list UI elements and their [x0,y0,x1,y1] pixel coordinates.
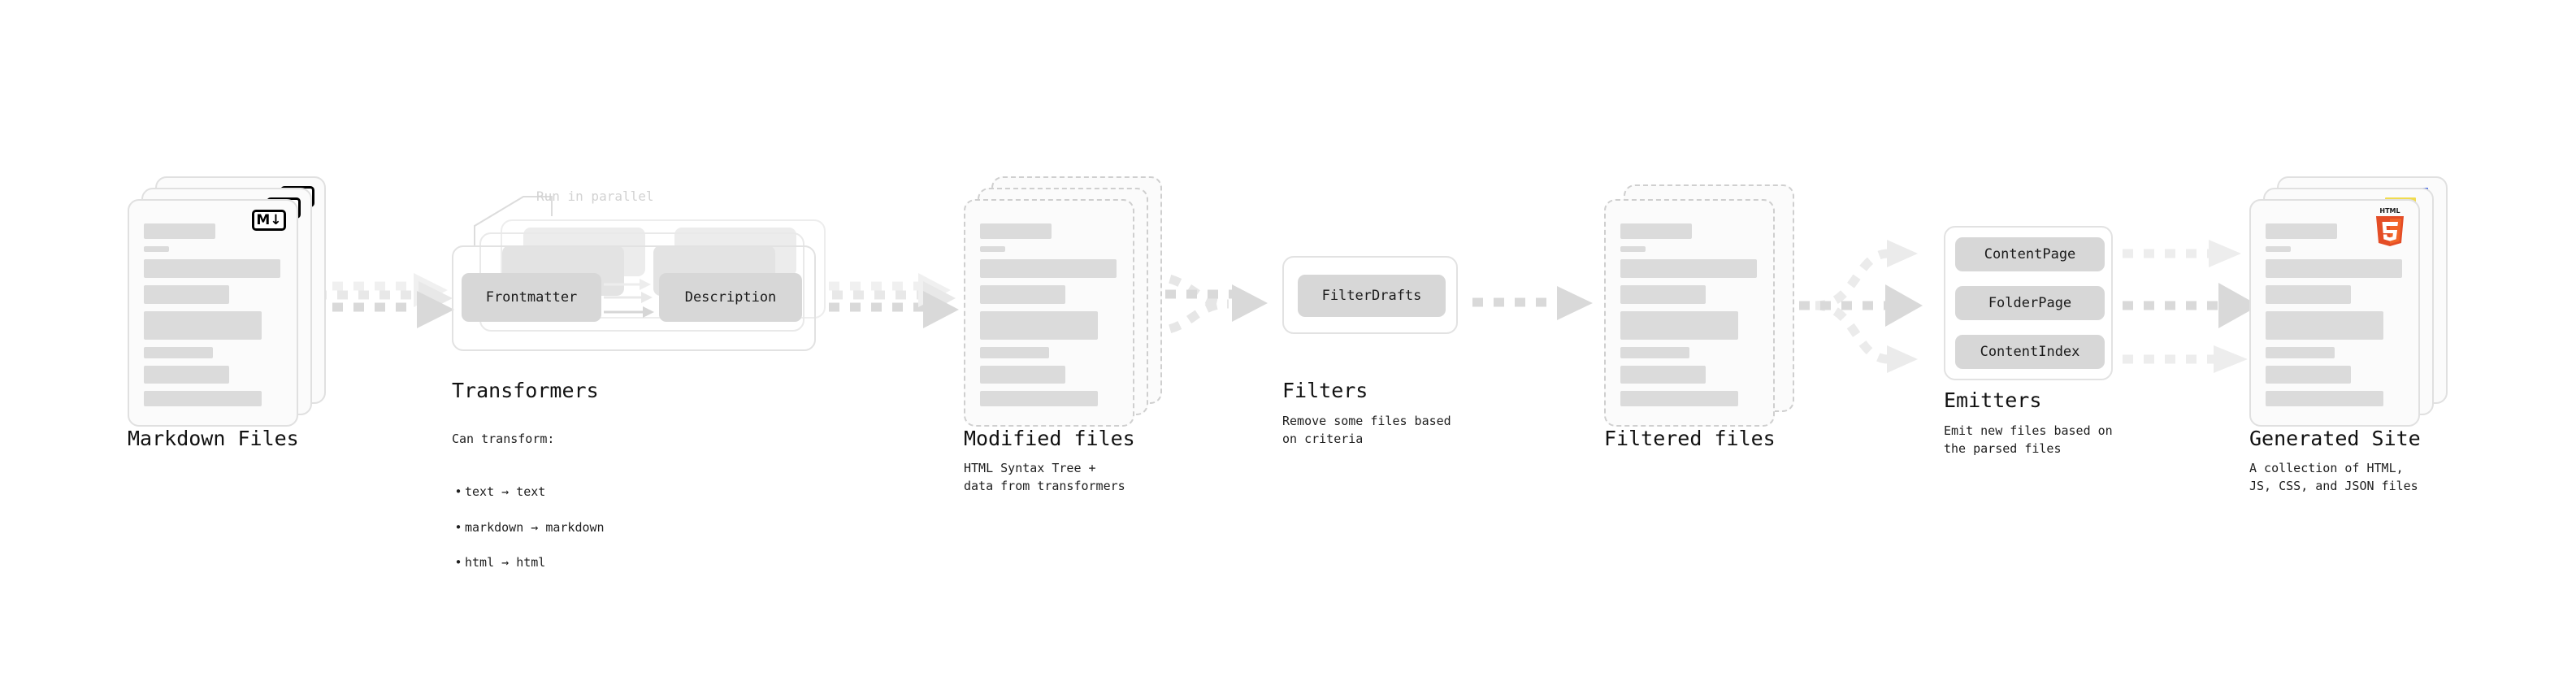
skeleton-bar [144,311,262,340]
skeleton-bar [980,347,1049,358]
skeleton-bar [1620,246,1646,252]
modified-card-skeleton [980,223,1118,414]
generated-file-stack: CSS HTML [2249,176,2449,428]
transformer-chip-frontmatter[interactable]: Frontmatter [462,273,601,322]
stage-desc-filters: Remove some files based on criteria [1282,414,1451,446]
svg-text:HTML: HTML [2379,207,2400,215]
stage-title-emitters: Emitters [1944,388,2042,412]
skeleton-bar [2266,311,2383,340]
run-in-parallel-bracket [473,193,579,250]
stage-desc-generated: A collection of HTML, JS, CSS, and JSON … [2249,461,2418,493]
stage-desc-modified: HTML Syntax Tree + data from transformer… [964,461,1125,493]
emitter-chip-contentpage[interactable]: ContentPage [1955,237,2105,271]
skeleton-bar [2266,347,2335,358]
skeleton-bar [2266,223,2338,239]
connector-filters-to-filtered [1472,286,1602,335]
stage-emitters: ContentPage FolderPage ContentIndex [1944,226,2113,380]
skeleton-bar [2266,285,2352,304]
filtered-card-front [1604,199,1775,427]
stage-title-markdown: Markdown Files [128,427,299,450]
emitter-chip-folderpage[interactable]: FolderPage [1955,286,2105,320]
stage-desc-transformers: Can transform: text → text markdown → ma… [452,413,605,607]
html5-icon: HTML [2371,206,2409,248]
skeleton-bar [2266,259,2403,278]
skeleton-bar [144,391,262,406]
generated-card-skeleton [2266,223,2404,414]
stage-generated-site: CSS HTML [2249,176,2449,428]
skeleton-bar [1620,259,1758,278]
connector-transformers-to-modified [829,268,975,349]
modified-card-front [964,199,1134,427]
skeleton-bar [980,246,1005,252]
markdown-file-stack: M↓ M↓ M↓ [128,176,327,428]
stage-filtered-files [1604,176,1804,428]
skeleton-bar [980,285,1066,304]
skeleton-bar [144,223,216,239]
stage-transformers: Run in parallel Frontmatter Description [452,189,842,351]
skeleton-bar [980,311,1098,340]
emitters-panel: ContentPage FolderPage ContentIndex [1944,226,2113,380]
stage-modified-files [964,176,1164,428]
markdown-icon: M↓ [252,210,286,231]
connector-modified-to-filters [1138,257,1292,362]
skeleton-bar [1620,285,1706,304]
connector-filtered-to-emitters [1778,232,1932,379]
markdown-card-skeleton [144,223,282,414]
stage-title-filters: Filters [1282,379,1368,402]
stage-title-filtered: Filtered files [1604,427,1776,450]
skeleton-bar [980,259,1117,278]
skeleton-bar [1620,223,1693,239]
filtered-file-stack [1604,176,1804,428]
transformers-desc-list: text → text markdown → markdown html → h… [452,466,605,589]
markdown-card-front: M↓ [128,199,298,427]
skeleton-bar [1620,366,1706,384]
skeleton-bar [144,366,230,384]
transformer-inner-arrows [604,265,662,338]
skeleton-bar [1620,391,1738,406]
filtered-card-skeleton [1620,223,1759,414]
filters-panel: FilterDrafts [1282,256,1458,334]
stage-title-generated: Generated Site [2249,427,2421,450]
stage-markdown-files: M↓ M↓ M↓ [128,176,327,428]
transformers-desc-lead: Can transform: [452,431,555,446]
skeleton-bar [980,391,1098,406]
connector-markdown-to-transformers [311,268,466,349]
emitter-chip-contentindex[interactable]: ContentIndex [1955,335,2105,369]
stage-desc-emitters: Emit new files based on the parsed files [1944,423,2113,456]
skeleton-bar [1620,311,1738,340]
skeleton-bar [980,223,1052,239]
skeleton-bar [144,347,213,358]
skeleton-bar [2266,246,2291,252]
stage-title-modified: Modified files [964,427,1135,450]
list-item: html → html [452,554,605,572]
skeleton-bar [980,366,1066,384]
skeleton-bar [144,259,281,278]
transformer-chip-description[interactable]: Description [659,273,802,322]
stage-title-transformers: Transformers [452,379,599,402]
list-item: markdown → markdown [452,519,605,537]
run-in-parallel-label: Run in parallel [536,189,654,204]
skeleton-bar [144,285,230,304]
generated-card-front: HTML [2249,199,2420,427]
filter-chip-filterdrafts[interactable]: FilterDrafts [1298,275,1446,317]
skeleton-bar [1620,347,1689,358]
skeleton-bar [2266,391,2383,406]
list-item: text → text [452,484,605,501]
modified-file-stack [964,176,1164,428]
transformer-panel-front: Frontmatter Description [452,245,816,351]
stage-filters: FilterDrafts [1282,256,1458,334]
skeleton-bar [2266,366,2352,384]
connector-emitters-to-site [2123,232,2285,379]
skeleton-bar [144,246,169,252]
